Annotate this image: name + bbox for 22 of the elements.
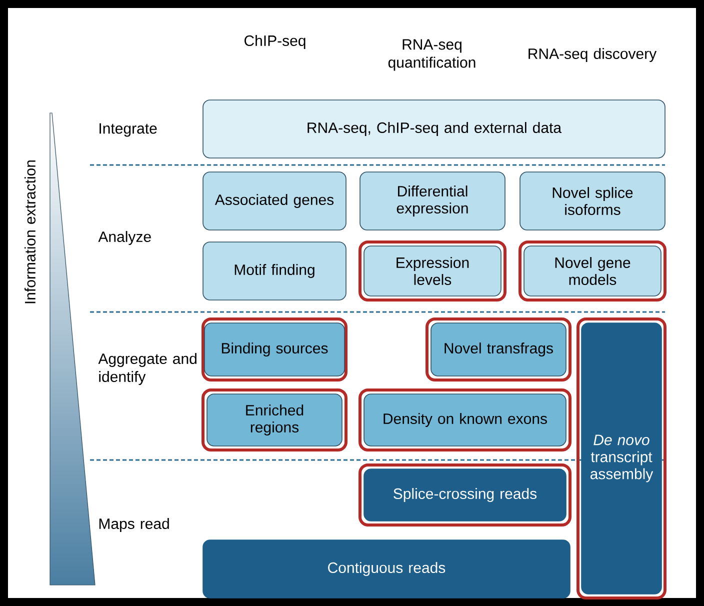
process-box: De novo transcript assembly xyxy=(581,322,662,594)
axis-label: Information extraction xyxy=(24,160,36,304)
process-box: Differential expression xyxy=(360,172,506,230)
row-label: Maps read xyxy=(99,518,169,532)
process-box: Motif finding xyxy=(202,242,346,300)
column-heading: RNA-seq discovery xyxy=(528,48,657,62)
row-label: Aggregate and identify xyxy=(98,353,196,385)
column-heading: ChIP-seq xyxy=(244,35,306,49)
process-box: Expression levels xyxy=(364,246,502,296)
process-box: Splice-crossing reads xyxy=(364,468,566,522)
column-heading: RNA-seq quantification xyxy=(388,39,476,71)
process-box: Contiguous reads xyxy=(202,540,570,598)
process-box: Enriched regions xyxy=(206,394,342,446)
row-label: Analyze xyxy=(98,231,151,245)
process-box: Novel gene models xyxy=(524,246,662,296)
process-box: Novel transfrags xyxy=(430,322,566,376)
process-box: Density on known exons xyxy=(364,394,566,446)
process-box: Novel splice isoforms xyxy=(520,172,666,230)
row-label: Integrate xyxy=(100,123,157,137)
process-box: Binding sources xyxy=(204,322,345,376)
process-box: Associated genes xyxy=(202,172,346,230)
process-box: RNA-seq, ChIP-seq and external data xyxy=(202,100,666,158)
